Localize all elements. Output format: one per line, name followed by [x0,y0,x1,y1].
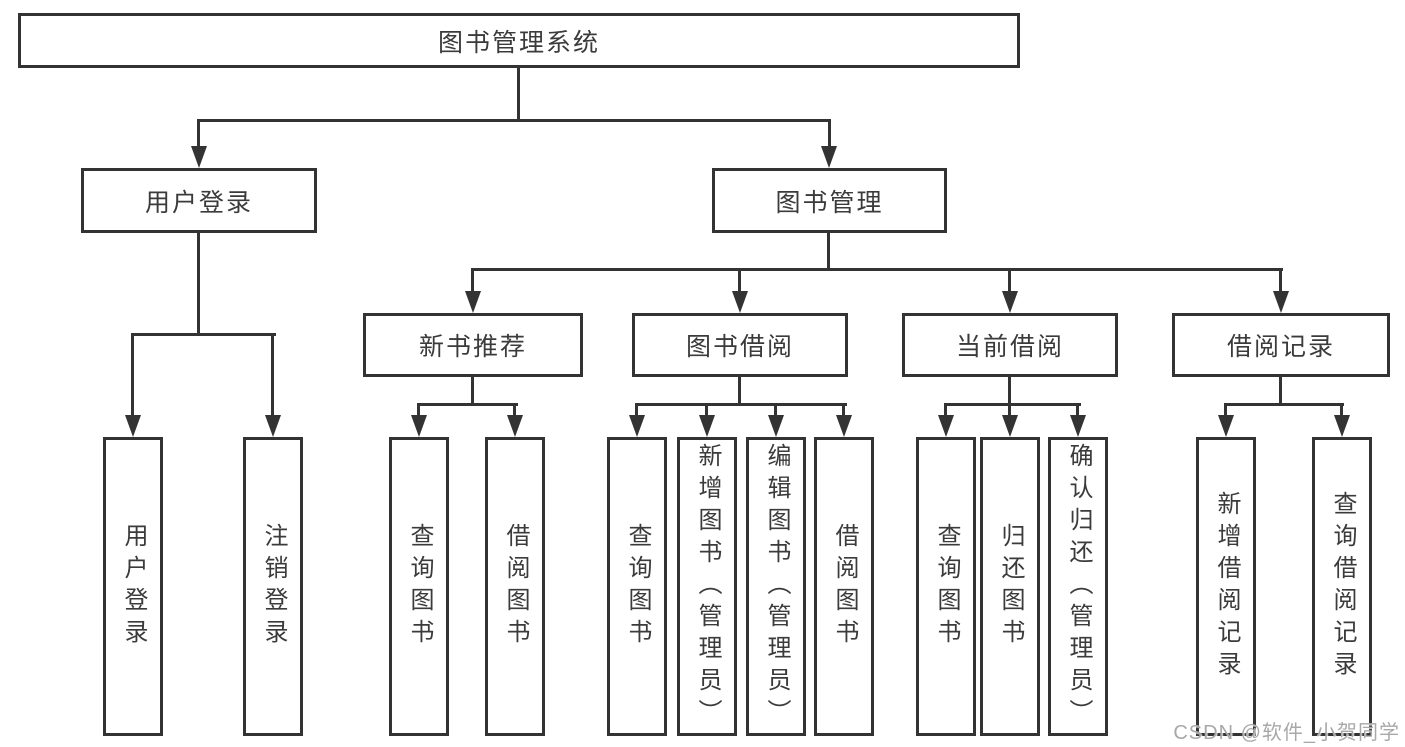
arrow-down-icon [125,415,141,437]
arrow-down-icon [191,146,207,168]
leaf-borrow-query-books: 查询图书 [607,437,667,736]
node-book-management: 图书管理 [712,168,947,233]
arrow-down-icon [265,415,281,437]
arrow-down-icon [507,415,523,437]
connector-drop [1224,403,1227,417]
connector-drop [131,333,134,417]
connector-drop [513,403,516,417]
connector-rail [944,403,1081,406]
node-label: 图书管理 [775,188,884,217]
node-label: 当前借阅 [955,333,1064,361]
leaf-label: 注销登录 [260,522,287,651]
arrow-down-icon [699,415,715,437]
connector-stem [471,377,474,406]
leaf-current-return-books: 归还图书 [980,437,1040,736]
arrow-down-icon [1273,291,1289,313]
connector-drop [944,403,947,417]
connector-stem [738,377,741,406]
connector-root-stem [517,68,520,121]
leaf-label: 归还图书 [997,522,1024,651]
connector-drop [842,403,845,417]
node-new-book-recommend: 新书推荐 [363,313,583,377]
connector-stem [1008,377,1011,406]
node-library-management-system: 图书管理系统 [18,13,1020,68]
node-current-borrow: 当前借阅 [902,313,1118,377]
leaf-label: 查询借阅记录 [1329,490,1356,683]
connector-rail [1224,403,1344,406]
arrow-down-icon [465,291,481,313]
arrow-down-icon [1002,291,1018,313]
leaf-logout: 注销登录 [243,437,303,736]
connector-drop [417,403,420,417]
connector-rail [635,403,847,406]
leaf-user-login: 用户登录 [103,437,163,736]
leaf-label: 借阅图书 [831,522,858,651]
connector-bookmgmt-rail [471,268,1283,271]
connector-userlogin-stem [197,233,200,336]
connector-root-rail [197,119,831,122]
node-label: 借阅记录 [1226,333,1335,361]
leaf-label: 编辑图书（管理员） [763,442,790,731]
connector-drop [1076,403,1079,417]
arrow-down-icon [411,415,427,437]
arrow-down-icon [821,146,837,168]
connector-drop-book-mgmt [828,119,831,148]
arrow-down-icon [1218,415,1234,437]
connector-drop [1340,403,1343,417]
leaf-newbook-borrow-books: 借阅图书 [485,437,545,736]
leaf-label: 确认归还（管理员） [1065,442,1092,731]
leaf-label: 用户登录 [120,522,147,651]
arrow-down-icon [629,415,645,437]
leaf-records-query-borrow-record: 查询借阅记录 [1312,437,1372,736]
leaf-label: 借阅图书 [502,522,529,651]
node-book-borrow: 图书借阅 [632,313,848,377]
connector-drop [471,268,474,293]
connector-userlogin-rail [131,333,276,336]
connector-stem [1279,377,1282,406]
node-label: 图书借阅 [685,333,794,361]
leaf-label: 查询图书 [406,522,433,651]
connector-drop [774,403,777,417]
arrow-down-icon [1334,415,1350,437]
connector-drop [271,333,274,417]
connector-rail [417,403,518,406]
connector-drop [635,403,638,417]
arrow-down-icon [938,415,954,437]
node-label: 用户登录 [144,188,253,217]
arrow-down-icon [1070,415,1086,437]
connector-drop [705,403,708,417]
leaf-borrow-add-books-admin: 新增图书（管理员） [677,437,737,736]
arrow-down-icon [1002,415,1018,437]
leaf-label: 新增图书（管理员） [694,442,721,731]
connector-drop [738,268,741,293]
leaf-label: 查询图书 [624,522,651,651]
leaf-borrow-borrow-books: 借阅图书 [814,437,874,736]
connector-drop [1279,268,1282,293]
connector-drop [1008,403,1011,417]
node-borrow-records: 借阅记录 [1172,313,1390,377]
leaf-current-query-books: 查询图书 [916,437,976,736]
leaf-borrow-edit-books-admin: 编辑图书（管理员） [746,437,806,736]
connector-drop-user-login [197,119,200,148]
arrow-down-icon [768,415,784,437]
watermark: CSDN @软件_小贺同学 [1173,722,1400,744]
leaf-label: 新增借阅记录 [1213,490,1240,683]
connector-drop [1008,268,1011,293]
leaf-label: 查询图书 [933,522,960,651]
arrow-down-icon [732,291,748,313]
leaf-newbook-query-books: 查询图书 [389,437,449,736]
leaf-records-add-borrow-record: 新增借阅记录 [1196,437,1256,736]
node-label: 图书管理系统 [437,28,600,57]
connector-bookmgmt-stem [827,233,830,271]
leaf-current-confirm-return-admin: 确认归还（管理员） [1048,437,1108,736]
arrow-down-icon [836,415,852,437]
node-label: 新书推荐 [418,333,527,361]
node-user-login: 用户登录 [81,168,317,233]
